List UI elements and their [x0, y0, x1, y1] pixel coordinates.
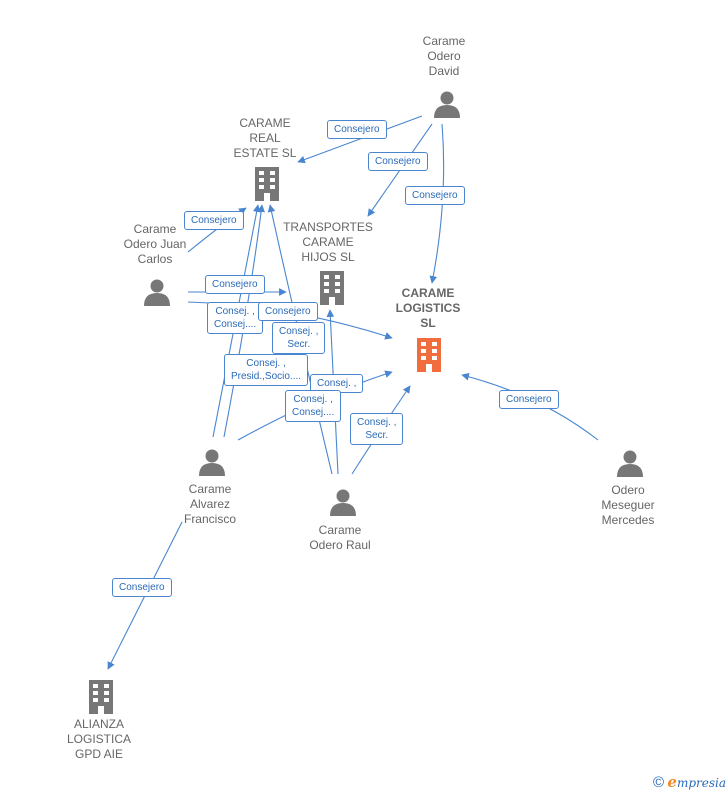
edge-label-francisco-realestate[interactable]: Consej. , Consej....	[207, 302, 264, 334]
building-icon[interactable]	[317, 269, 347, 305]
edge-label-david-realestate[interactable]: Consejero	[327, 120, 387, 139]
node-label-juan-carlos[interactable]: Carame Odero Juan Carlos	[123, 222, 187, 266]
focus-company-building-icon[interactable]	[414, 336, 444, 372]
node-label-transportes[interactable]: TRANSPORTES CARAME HIJOS SL	[283, 220, 373, 264]
person-icon[interactable]	[615, 449, 645, 477]
person-icon[interactable]	[197, 448, 227, 476]
building-icon[interactable]	[86, 678, 116, 714]
brand-logo: empresia	[667, 773, 726, 791]
building-icon[interactable]	[252, 165, 282, 201]
edge-label-francisco-logistics[interactable]: Consej. ,	[310, 374, 364, 393]
node-label-carame-logistics[interactable]: CARAME LOGISTICS SL	[395, 286, 461, 330]
edge-label-david-transportes[interactable]: Consejero	[368, 152, 428, 171]
edge-label-raul-transportes[interactable]: Consej. , Consej....	[285, 390, 342, 422]
edge-label-mercedes-logistics[interactable]: Consejero	[499, 390, 559, 409]
person-icon[interactable]	[142, 278, 172, 306]
edge-label-francisco-alianza[interactable]: Consejero	[112, 578, 172, 597]
copyright-watermark: © empresia	[653, 773, 726, 791]
edge-label-juancarlos-transportes[interactable]: Consejero	[205, 275, 265, 294]
edge-label-francisco-realestate-b[interactable]: Consej. , Presid.,Socio....	[224, 354, 309, 386]
node-label-francisco[interactable]: Carame Alvarez Francisco	[183, 482, 236, 526]
person-icon[interactable]	[328, 488, 358, 516]
node-label-real-estate[interactable]: CARAME REAL ESTATE SL	[233, 116, 297, 160]
node-label-alianza[interactable]: ALIANZA LOGISTICA GPD AIE	[66, 717, 131, 761]
edge-label-raul-logistics[interactable]: Consej. , Secr.	[350, 413, 404, 445]
edge-david-realestate	[297, 115, 423, 164]
edge-label-juancarlos-realestate[interactable]: Consejero	[184, 211, 244, 230]
edge-label-juancarlos-logistics[interactable]: Consejero	[258, 302, 318, 321]
copyright-symbol: ©	[652, 774, 665, 791]
edge-label-david-logistics[interactable]: Consejero	[405, 186, 465, 205]
person-icon[interactable]	[432, 90, 462, 118]
node-label-david[interactable]: Carame Odero David	[422, 34, 466, 78]
node-label-mercedes[interactable]: Odero Meseguer Mercedes	[601, 483, 655, 527]
node-label-raul[interactable]: Carame Odero Raul	[309, 523, 371, 552]
edge-label-raul-realestate[interactable]: Consej. , Secr.	[272, 322, 326, 354]
